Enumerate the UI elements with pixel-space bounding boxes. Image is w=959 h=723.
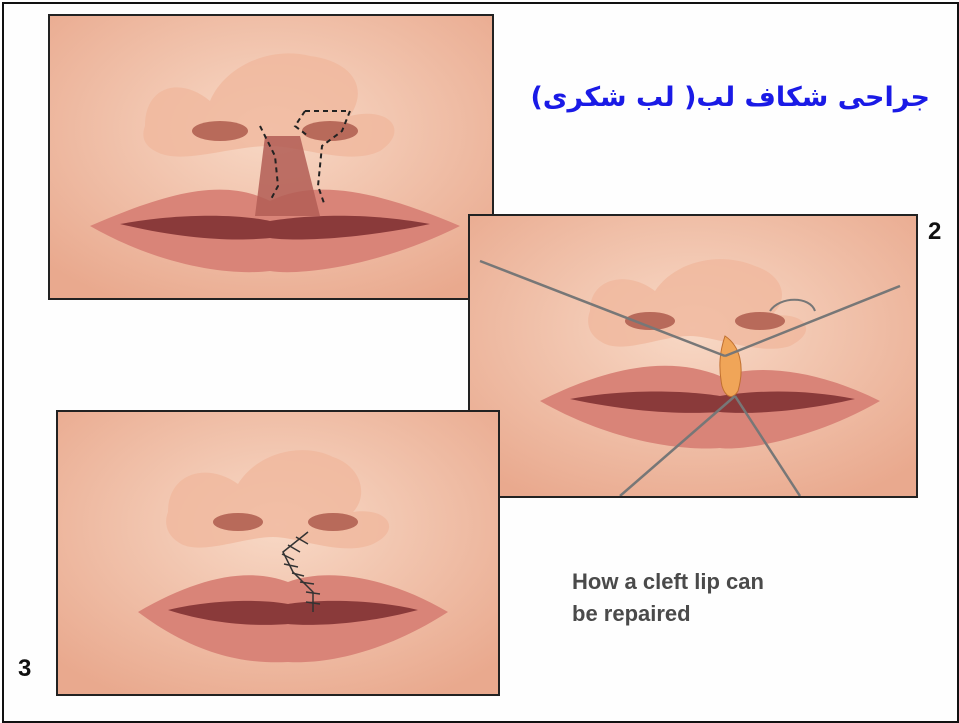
step-2-label: 2 — [928, 218, 941, 246]
page-title: جراحی شکاف لب( لب شکری) — [530, 82, 930, 113]
cleft-lip-incision-icon — [50, 16, 492, 298]
after-repair-illustration — [56, 410, 500, 696]
sutured-lip-icon — [58, 412, 498, 694]
before-repair-illustration — [48, 14, 494, 300]
during-repair-illustration — [468, 214, 918, 498]
step-3-label: 3 — [18, 655, 31, 683]
caption-line-2: be repaired — [572, 598, 912, 630]
caption-line-1: How a cleft lip can — [572, 566, 912, 598]
caption: How a cleft lip can be repaired — [572, 566, 912, 630]
lip-retraction-hooks-icon — [470, 216, 916, 496]
